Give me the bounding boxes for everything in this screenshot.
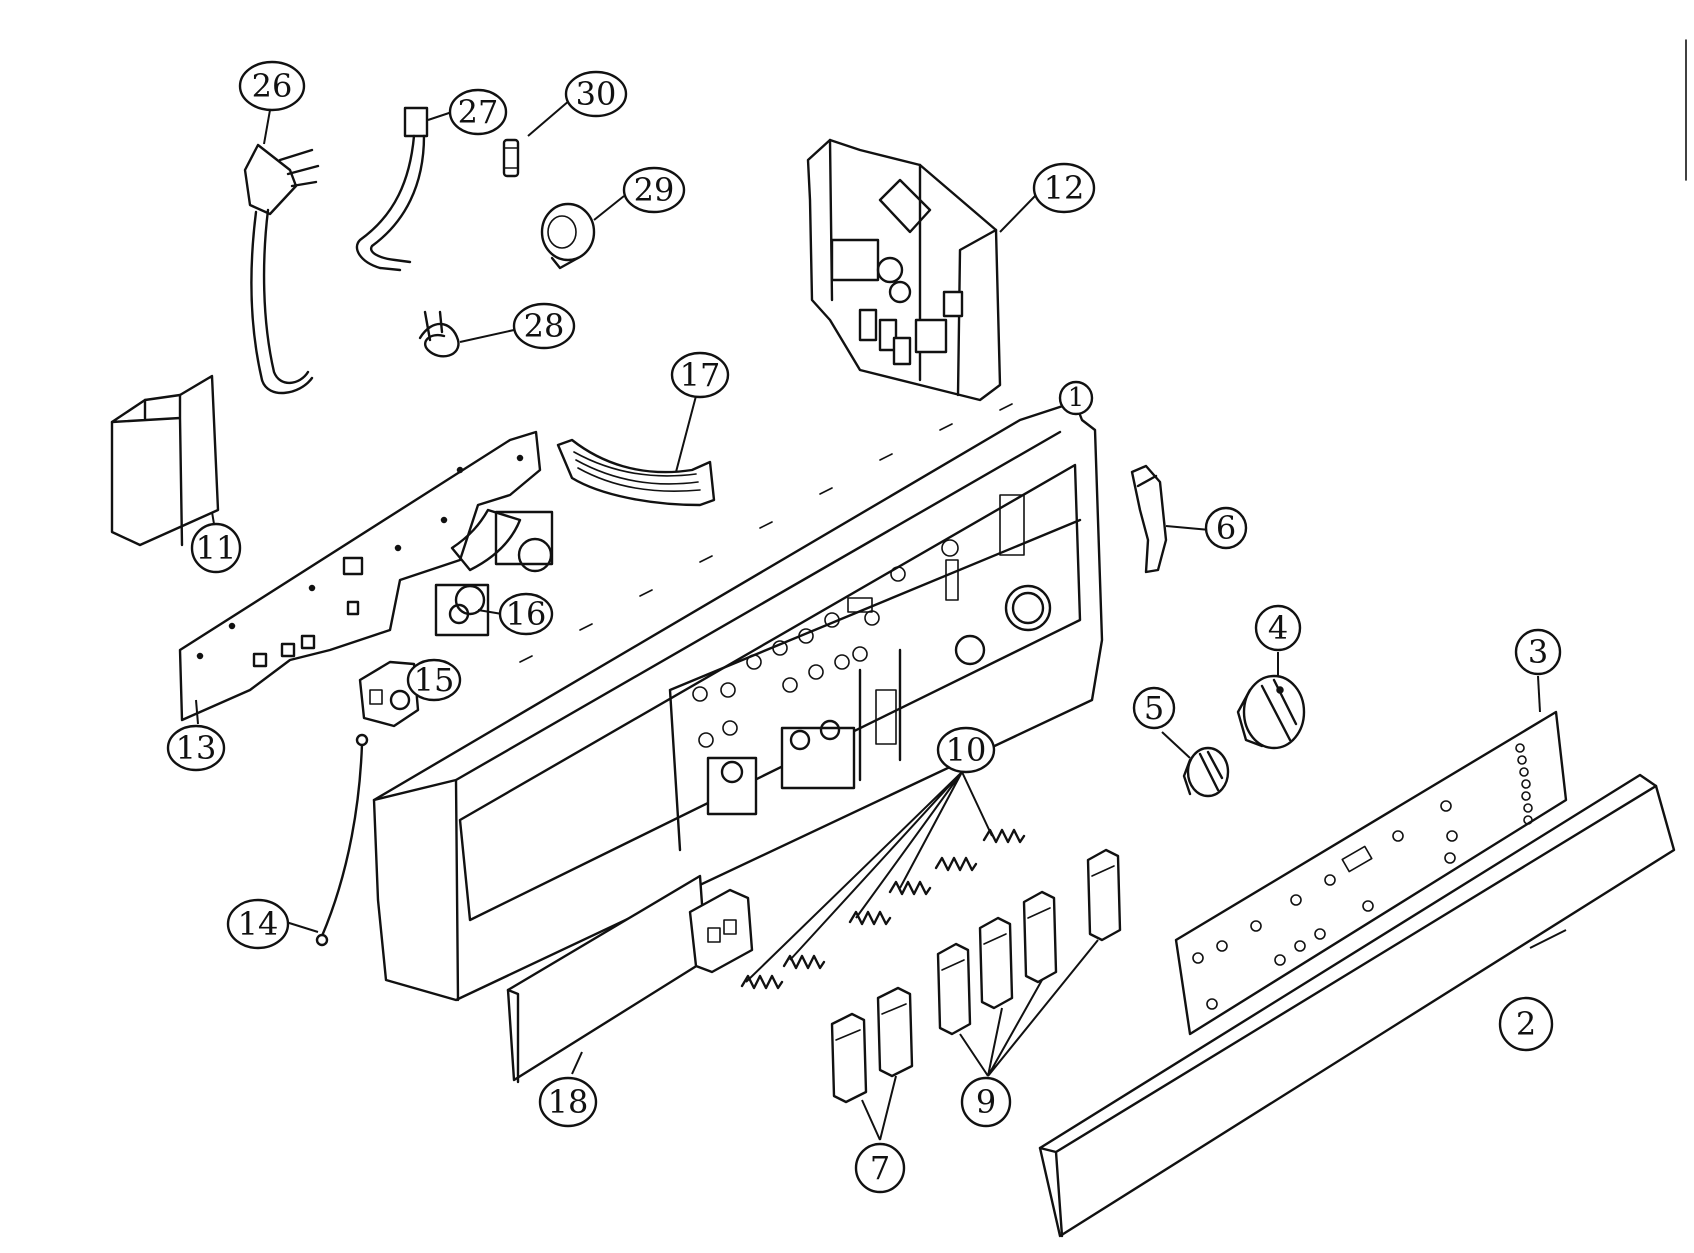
- part-6-bracket: [1130, 464, 1168, 574]
- svg-text:4: 4: [1268, 609, 1288, 647]
- part-26-power-cord: [243, 143, 320, 395]
- part-14-ground-wire: [315, 733, 369, 947]
- callout-13: 13: [166, 724, 226, 772]
- svg-text:17: 17: [680, 356, 721, 394]
- svg-text:28: 28: [524, 307, 565, 345]
- part-1-control-panel: [372, 400, 1104, 1002]
- svg-text:27: 27: [458, 93, 499, 131]
- callout-28: 28: [512, 302, 576, 350]
- svg-text:12: 12: [1044, 169, 1085, 207]
- svg-text:26: 26: [252, 67, 293, 105]
- part-4-large-knob: [1236, 674, 1306, 750]
- svg-text:6: 6: [1216, 509, 1236, 547]
- part-18-display-board: [506, 874, 754, 1084]
- leader-lines: [195, 99, 1567, 1141]
- part-16-rotary-switches: [434, 508, 554, 637]
- callout-10: 10: [936, 726, 996, 774]
- callout-14: 14: [226, 898, 290, 950]
- svg-text:10: 10: [946, 731, 987, 769]
- part-29-socket: [540, 202, 596, 270]
- part-5-small-knob: [1182, 746, 1230, 798]
- callout-15: 15: [406, 658, 462, 702]
- part-3-fascia-overlay: [1174, 710, 1568, 1036]
- callout-6: 6: [1204, 506, 1248, 550]
- part-30-fuse: [502, 138, 520, 178]
- part-15-switch-block: [358, 660, 420, 728]
- callout-16: 16: [498, 592, 554, 636]
- svg-text:18: 18: [548, 1083, 589, 1121]
- callout-9: 9: [960, 1076, 1012, 1128]
- callout-4: 4: [1254, 604, 1302, 652]
- svg-text:1: 1: [1068, 383, 1085, 413]
- callout-27: 27: [448, 88, 508, 136]
- callout-30: 30: [564, 70, 628, 118]
- part-11-cover-box: [110, 374, 220, 547]
- svg-text:13: 13: [176, 729, 217, 767]
- callout-26: 26: [238, 60, 306, 112]
- svg-text:11: 11: [196, 529, 237, 567]
- svg-text:3: 3: [1528, 633, 1548, 671]
- callout-1: 1: [1058, 380, 1094, 416]
- svg-text:2: 2: [1516, 1005, 1536, 1043]
- part-13-main-pcb: [178, 430, 542, 722]
- svg-text:7: 7: [870, 1149, 890, 1187]
- callout-18: 18: [538, 1076, 598, 1128]
- svg-text:29: 29: [634, 171, 675, 209]
- callout-12: 12: [1032, 162, 1096, 214]
- svg-text:5: 5: [1144, 689, 1164, 727]
- callout-11: 11: [190, 522, 242, 574]
- svg-text:9: 9: [976, 1083, 996, 1121]
- part-28-spring-clip: [418, 310, 460, 358]
- svg-text:16: 16: [506, 595, 547, 633]
- part-2-front-trim: [1038, 773, 1676, 1238]
- callout-2: 2: [1498, 996, 1554, 1052]
- part-9-push-buttons: [936, 848, 1122, 1036]
- part-12-control-module: [806, 138, 1002, 402]
- part-27-wire-harness: [355, 106, 429, 272]
- svg-text:14: 14: [238, 905, 279, 943]
- callout-7: 7: [854, 1142, 906, 1194]
- part-7-push-buttons: [830, 986, 914, 1104]
- svg-text:15: 15: [414, 661, 455, 699]
- svg-text:30: 30: [576, 75, 617, 113]
- callout-5: 5: [1132, 686, 1176, 730]
- callout-17: 17: [670, 351, 730, 399]
- callout-3: 3: [1514, 628, 1562, 676]
- callout-29: 29: [622, 166, 686, 214]
- part-17-ribbon-cable: [556, 438, 716, 507]
